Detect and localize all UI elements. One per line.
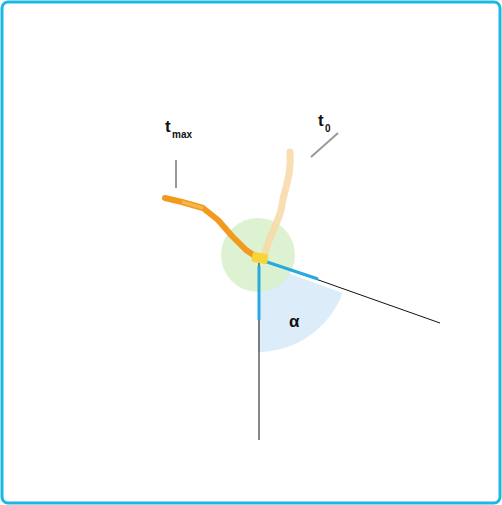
worm-tmax (165, 198, 258, 258)
worm-segments (182, 202, 232, 236)
angle-label: α (289, 313, 299, 330)
reference-vector (258, 266, 261, 320)
time-subscript: max (172, 130, 192, 140)
leader-line (175, 160, 177, 188)
time-label: t (165, 118, 171, 135)
reference-line (259, 262, 260, 440)
leader-line (311, 133, 338, 157)
heading-line (262, 260, 440, 323)
worm-head (251, 252, 268, 265)
time-label: t (318, 112, 324, 129)
time-subscript: 0 (325, 124, 331, 134)
worm-t0 (264, 152, 290, 258)
heading-vector (264, 261, 318, 279)
